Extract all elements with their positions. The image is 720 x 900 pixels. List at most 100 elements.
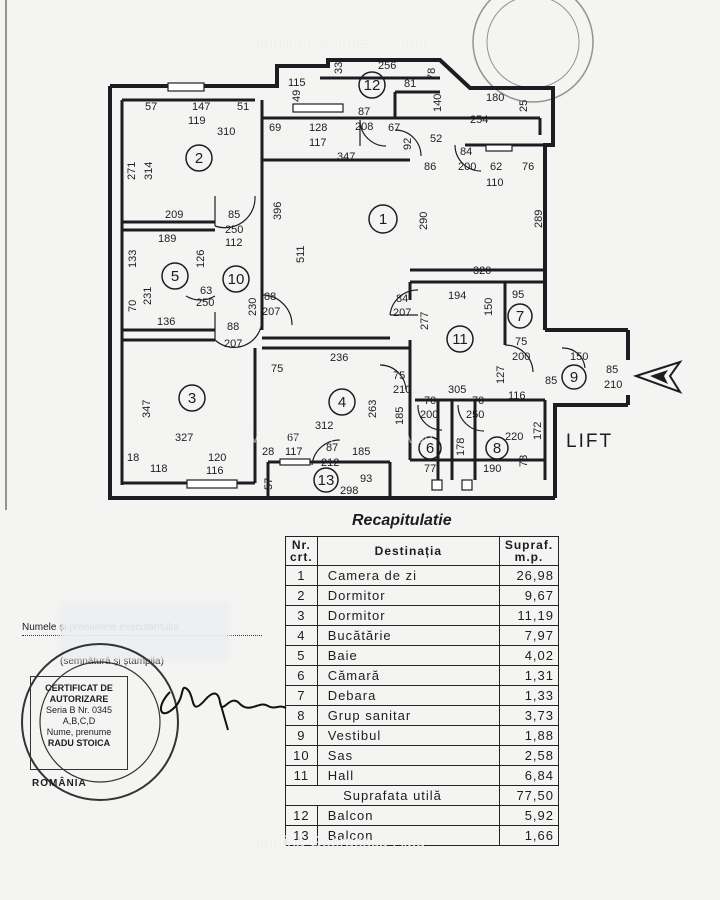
dim-label: 51 [237, 101, 249, 113]
row-area: 5,92 [499, 805, 559, 826]
dim-label: 289 [533, 210, 545, 228]
dim-label: 85 [606, 364, 618, 376]
dim-label: 194 [448, 290, 466, 302]
col-header-area: Supraf. m.p. [499, 536, 559, 566]
dim-label: 84 [396, 293, 408, 305]
room-number: 3 [188, 390, 196, 407]
row-area: 1,88 [499, 725, 559, 746]
dim-label: 18 [127, 452, 139, 464]
dim-label: 212 [321, 457, 339, 469]
row-area: 2,58 [499, 745, 559, 766]
signature-scribble [160, 686, 287, 731]
dim-label: 70 [127, 300, 139, 312]
dim-label: 126 [195, 250, 207, 268]
col-header-destination: Destinația [316, 536, 501, 566]
dim-label: 112 [225, 237, 243, 249]
dim-label: 87 [358, 106, 370, 118]
dim-label: 250 [196, 297, 214, 309]
dim-label: 147 [192, 101, 210, 113]
dim-label: 73 [518, 455, 530, 467]
dim-label: 209 [165, 209, 183, 221]
dim-label: 140 [432, 94, 444, 112]
total-area: 77,50 [499, 785, 559, 806]
room-number: 5 [171, 268, 179, 285]
room-number: 13 [318, 472, 335, 489]
dim-label: 117 [309, 137, 327, 149]
dim-label: 208 [355, 121, 373, 133]
row-destination: Vestibul [316, 725, 501, 746]
row-area: 1,66 [499, 825, 559, 846]
seal-bottom-text: ROMÂNIA [32, 778, 87, 789]
seal-label: (semnătură și ștampila) [60, 656, 164, 667]
dim-label: 63 [200, 285, 212, 297]
dim-label: 28 [262, 446, 274, 458]
dim-label: 62 [490, 161, 502, 173]
dim-label: 70 [424, 395, 436, 407]
dim-label: 93 [360, 473, 372, 485]
dim-label: 67 [388, 122, 400, 134]
dim-label: 69 [269, 122, 281, 134]
stamp-series: Seria B Nr. 0345 [45, 705, 113, 715]
stamp-name-label: Nume, prenume [46, 727, 112, 737]
dim-label: 185 [394, 407, 406, 425]
row-nr: 7 [285, 685, 318, 706]
dim-label: 88 [264, 291, 276, 303]
stamp-class: A,B,C,D [62, 716, 96, 726]
room-number: 4 [338, 394, 346, 411]
row-nr: 8 [285, 705, 318, 726]
watermark: Madalina Georgescu-Albu [240, 834, 425, 851]
dim-label: 92 [402, 138, 414, 150]
dim-label: 88 [227, 321, 239, 333]
dim-label: 190 [483, 463, 501, 475]
floor-plan-drawing: 1 2 3 4 5 6 7 8 9 10 11 12 13 57 147 51 … [5, 0, 683, 510]
dim-label: 172 [532, 422, 544, 440]
dim-label: 118 [150, 463, 168, 475]
dim-label: 75 [515, 336, 527, 348]
round-seal [21, 643, 179, 801]
dim-label: 310 [217, 126, 235, 138]
room-number: 1 [379, 211, 387, 228]
dim-label: 110 [486, 177, 504, 189]
recap-title: Recapitulatie [352, 512, 452, 529]
row-destination: Baie [316, 645, 501, 666]
dim-label: 207 [224, 338, 242, 350]
row-destination: Balcon [316, 805, 501, 826]
dim-label: 511 [295, 245, 307, 263]
dim-label: 312 [315, 420, 333, 432]
row-area: 1,31 [499, 665, 559, 686]
row-area: 4,02 [499, 645, 559, 666]
dim-label: 84 [460, 146, 472, 158]
dim-label: 75 [271, 363, 283, 375]
row-nr: 11 [285, 765, 318, 786]
row-destination: Camera de zi [316, 565, 501, 586]
row-destination: Debara [316, 685, 501, 706]
dim-label: 115 [288, 77, 306, 89]
dim-label: 77 [424, 463, 436, 475]
dim-label: 85 [545, 375, 557, 387]
dim-label: 396 [272, 202, 284, 220]
dim-label: 305 [448, 384, 466, 396]
watermark: Madalina Georgescu-Albu [248, 430, 433, 447]
dim-label: 78 [426, 68, 438, 80]
room-number: 6 [426, 440, 434, 457]
dim-label: 57 [145, 101, 157, 113]
row-destination: Grup sanitar [316, 705, 501, 726]
row-nr: 10 [285, 745, 318, 766]
row-destination: Dormitor [316, 585, 501, 606]
room-number: 10 [228, 271, 245, 288]
row-area: 1,33 [499, 685, 559, 706]
room-number: 12 [364, 77, 381, 94]
row-area: 9,67 [499, 585, 559, 606]
col-header-nr: Nr. crt. [285, 536, 318, 566]
row-area: 6,84 [499, 765, 559, 786]
watermark: Madalina Georgescu-Albu [240, 34, 425, 51]
